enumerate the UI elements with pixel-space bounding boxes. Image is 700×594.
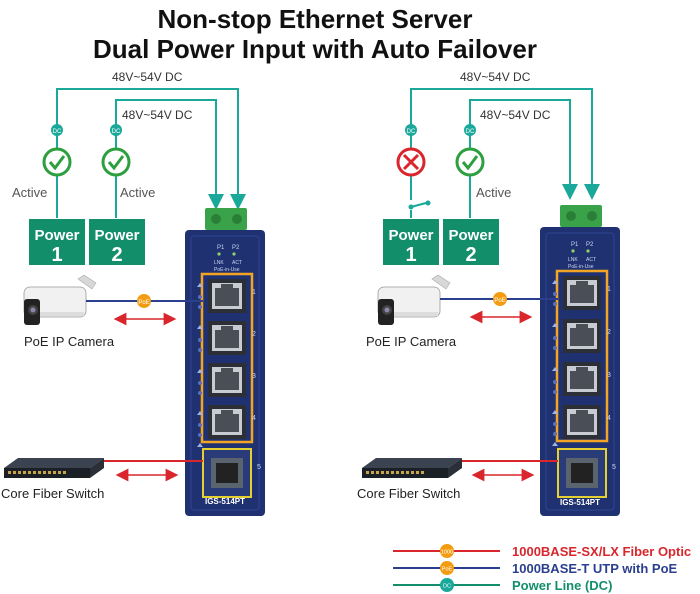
rj45-port: 3 [208,363,256,397]
svg-text:P1: P1 [571,242,579,248]
voltage-label-left-inner: 48V~54V DC [122,108,193,122]
core-fiber-switch-icon [4,458,104,478]
dc-terminal-block-left [205,208,247,230]
svg-text:ACT: ACT [586,257,596,263]
legend-label: 1000BASE-SX/LX Fiber Optic [512,544,691,559]
svg-text:PoE-in-Use: PoE-in-Use [568,264,594,270]
svg-text:P1: P1 [217,245,225,251]
svg-text:Power: Power [448,227,493,244]
power-supply-1-left: Power 1 [29,219,85,266]
legend-label: Power Line (DC) [512,578,612,593]
svg-text:DC: DC [112,129,121,135]
svg-text:5: 5 [257,464,261,471]
legend-badge-icon [440,544,454,558]
rj45-port: 2 [563,319,611,353]
dc-badge-right-1: DC [405,124,417,136]
dc-badge-left-2: DC [110,124,122,136]
svg-text:P2: P2 [232,245,240,251]
legend-entry: 1000 1000BASE-SX/LX Fiber Optic [393,544,691,559]
legend-badge-icon [440,561,454,575]
svg-text:PoE: PoE [138,300,149,306]
voltage-label-right-inner: 48V~54V DC [480,108,551,122]
svg-text:PoE: PoE [494,298,505,304]
svg-text:DC: DC [407,129,416,135]
power-supply-1-right: Power 1 [383,219,439,266]
camera-label-left: PoE IP Camera [24,334,115,349]
dc-terminal-block-right [560,205,602,227]
core-fiber-switch-icon [362,458,462,478]
rj45-ports-right: 1 2 3 4 [563,276,611,439]
scenario-left: 48V~54V DC 48V~54V DC DC DC Active Activ… [1,70,265,516]
rj45-port: 4 [208,405,256,439]
check-circle-icon [42,147,72,177]
switch-model-right: IGS-514PT [560,498,600,507]
svg-text:PoE: PoE [442,567,453,573]
rj45-port: 1 [563,276,611,310]
diagram-title-line1: Non-stop Ethernet Server [157,4,473,34]
svg-text:LNK: LNK [214,260,224,266]
power-supply-2-right: Power 2 [443,219,499,266]
svg-text:PoE-in-Use: PoE-in-Use [214,267,240,273]
switch-model-left: IGS-514PT [205,497,245,506]
check-circle-icon [101,147,131,177]
dc-badge-left-1: DC [51,124,63,136]
rj45-port: 3 [563,362,611,396]
svg-text:LNK: LNK [568,257,578,263]
port-number-label: 4 [252,415,256,422]
sfp-port-right: 5 [557,448,616,498]
port-number-label: 1 [607,286,611,293]
port-number-label: 2 [252,331,256,338]
svg-text:2: 2 [111,244,122,266]
rj45-ports-left: 1 2 3 4 [208,279,256,439]
power1-status-left: Active [12,185,47,200]
svg-text:P2: P2 [586,242,594,248]
legend-entry: DC Power Line (DC) [393,578,612,593]
svg-text:Power: Power [34,227,79,244]
power2-status-left: Active [120,185,155,200]
sfp-port-left: 5 [202,448,261,498]
svg-text:1: 1 [405,244,416,266]
switch-contact-icon [408,204,414,210]
port-number-label: 4 [607,415,611,422]
legend-badge-icon [440,578,454,592]
voltage-label-left-outer: 48V~54V DC [112,70,183,84]
rj45-port: 2 [208,321,256,355]
power2-status-right: Active [476,185,511,200]
camera-label-right: PoE IP Camera [366,334,457,349]
scenario-right: 48V~54V DC 48V~54V DC DC DC Active Power… [357,70,620,516]
legend-label: 1000BASE-T UTP with PoE [512,561,678,576]
svg-text:DC: DC [466,129,475,135]
core-label-right: Core Fiber Switch [357,486,460,501]
svg-text:DC: DC [53,129,62,135]
port-number-label: 3 [607,372,611,379]
switch-contact-icon [425,200,431,206]
cross-circle-icon [396,147,426,177]
ip-camera-icon [23,274,97,325]
svg-text:1000: 1000 [441,550,453,556]
svg-text:Power: Power [94,227,139,244]
voltage-label-right-outer: 48V~54V DC [460,70,531,84]
poe-badge-right: PoE [493,292,507,306]
svg-text:5: 5 [612,464,616,471]
svg-text:ACT: ACT [232,260,242,266]
rj45-port: 1 [208,279,256,313]
rj45-port: 4 [563,405,611,439]
svg-text:2: 2 [465,244,476,266]
power-supply-2-left: Power 2 [89,219,145,266]
legend-entry: PoE 1000BASE-T UTP with PoE [393,561,678,576]
port-number-label: 1 [252,289,256,296]
check-circle-icon [455,147,485,177]
ip-camera-icon [377,274,451,325]
core-label-left: Core Fiber Switch [1,486,104,501]
svg-text:1: 1 [51,244,62,266]
svg-text:DC: DC [443,584,451,590]
dc-badge-right-2: DC [464,124,476,136]
poe-badge-left: PoE [137,294,151,308]
port-number-label: 3 [252,373,256,380]
svg-text:Power: Power [388,227,433,244]
diagram-title-line2: Dual Power Input with Auto Failover [93,34,537,64]
port-number-label: 2 [607,329,611,336]
